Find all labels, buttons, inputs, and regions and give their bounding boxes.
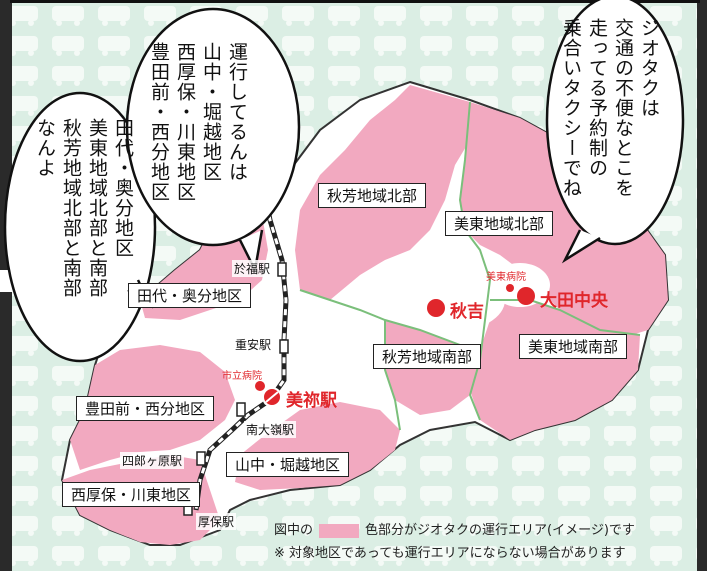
- bubble-left-text: 田代・奥分地区 美東地域北部と南部 秋芳地域北部と南部 なんよ: [34, 118, 134, 298]
- place-ota-center: 大田中央: [540, 291, 608, 311]
- legend-line: 図中の 色部分がジオタクの運行エリア(イメージ)です: [274, 519, 635, 538]
- station-ofuku: 於福駅: [232, 260, 273, 277]
- station-marker: [236, 402, 246, 417]
- ota-center-dot: [517, 287, 535, 305]
- place-akiyoshi: 秋吉: [450, 302, 484, 322]
- district-boundary: [490, 299, 641, 336]
- place-city-hospital: 市立病院: [222, 371, 262, 382]
- panel-edge-right: [697, 0, 707, 571]
- station-juuyasu: 重安駅: [233, 336, 274, 353]
- legend-swatch: [319, 523, 360, 538]
- area-label-yamanaka: 山中・堀越地区: [226, 452, 350, 477]
- speech-bubble-right: [545, 0, 685, 264]
- station-minamiotoge: 南大嶺駅: [244, 421, 297, 438]
- station-marker: [279, 339, 289, 354]
- area-label-akiyoshi-north: 秋芳地域北部: [318, 183, 427, 208]
- place-mine-station: 美祢駅: [286, 391, 337, 411]
- area-label-mito-south: 美東地域南部: [519, 334, 628, 359]
- area-mito-north: [460, 102, 668, 340]
- mito-hospital-dot: [506, 284, 514, 292]
- station-shijuroga: 四郎ヶ原駅: [120, 452, 185, 469]
- hospital-dot: [255, 381, 265, 391]
- area-label-nishiatsu: 西厚保・川東地区: [62, 482, 201, 507]
- area-mito-south: [470, 290, 640, 440]
- legend-prefix: 図中の: [274, 523, 314, 538]
- area-label-mito-north: 美東地域北部: [445, 211, 554, 236]
- speech-bubble-middle: [125, 7, 301, 274]
- station-atsu: 厚保駅: [196, 513, 237, 530]
- bubble-right-text: ジオタクは 交通の不便なとこを 走ってる予約制の 乗合いタクシーでね: [560, 18, 660, 198]
- station-marker: [196, 451, 206, 466]
- legend-suffix: 色部分がジオタクの運行エリア(イメージ)です: [365, 523, 635, 538]
- akiyoshi-dot: [427, 299, 445, 317]
- area-label-toyotamae: 豊田前・西分地区: [76, 396, 215, 421]
- legend-note: ※ 対象地区であっても運行エリアにならない場合があります: [274, 546, 626, 561]
- station-marker: [277, 262, 287, 277]
- district-boundary: [458, 101, 492, 421]
- area-label-akiyoshi-south: 秋芳地域南部: [373, 344, 482, 369]
- area-label-tashiro: 田代・奥分地区: [128, 283, 252, 308]
- place-mito-hospital: 美東病院: [486, 272, 526, 283]
- bubble-middle-text: 運行してるんは 山中・堀越地区 西厚保・川東地区 豊田前・西分地区: [148, 42, 248, 202]
